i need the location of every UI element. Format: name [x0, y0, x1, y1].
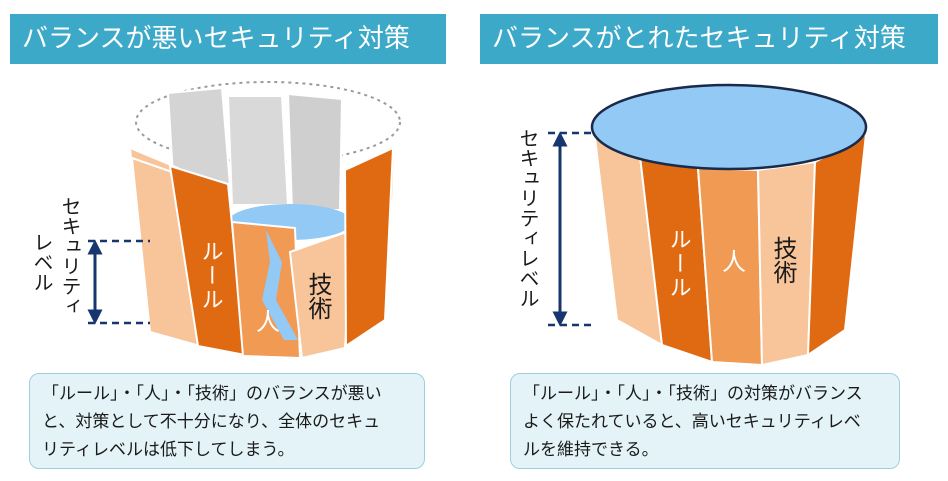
left-label-rule: ルール — [198, 240, 223, 312]
left-label-tech: 技術 — [304, 272, 332, 320]
right-side-label: セキュリティレベル — [516, 128, 540, 308]
right-stave-dark-right — [806, 132, 868, 357]
right-caption-line-3: ルを維持できる。 — [523, 440, 659, 460]
left-caption-line-2: と、対策として不十分になり、全体のセキュ — [42, 412, 381, 432]
left-caption-line-1: 「ルール」・「人」・「技術」のバランスが悪い — [42, 384, 382, 404]
left-inner-stave-3 — [286, 92, 344, 211]
right-label-tech: 技術 — [769, 236, 797, 284]
right-water-surface — [590, 83, 868, 171]
left-stave-tech — [288, 228, 354, 360]
right-caption-box: 「ルール」・「人」・「技術」の対策がバランス よく保たれていると、高いセキュリテ… — [510, 373, 900, 469]
left-barrel — [128, 81, 401, 360]
left-title: バランスが悪いセキュリティ対策 — [22, 24, 410, 54]
right-label-people: 人 — [722, 248, 746, 276]
right-caption-line-2: よく保たれていると、高いセキュリティレベ — [523, 412, 861, 432]
left-ghost-rim — [135, 81, 401, 163]
left-side-label-line1: セキュリティ — [58, 196, 82, 316]
left-water-leak — [262, 230, 298, 340]
right-caption-line-1: 「ルール」・「人」・「技術」の対策がバランス — [523, 384, 863, 404]
right-barrel — [590, 83, 868, 367]
left-inner-stave-2 — [226, 95, 290, 206]
left-side-label-line2: レベル — [30, 232, 54, 292]
left-caption-box: 「ルール」・「人」・「技術」のバランスが悪い と、対策として不十分になり、全体の… — [29, 373, 425, 469]
left-title-banner: バランスが悪いセキュリティ対策 — [10, 14, 446, 64]
left-label-people: 人 — [256, 308, 280, 336]
right-title: バランスがとれたセキュリティ対策 — [492, 24, 906, 54]
right-label-rule: ルール — [666, 228, 691, 300]
left-caption-line-3: リティレベルは低下してしまう。 — [42, 440, 295, 460]
left-stave-dark-right — [343, 146, 395, 348]
right-title-banner: バランスがとれたセキュリティ対策 — [480, 14, 938, 64]
